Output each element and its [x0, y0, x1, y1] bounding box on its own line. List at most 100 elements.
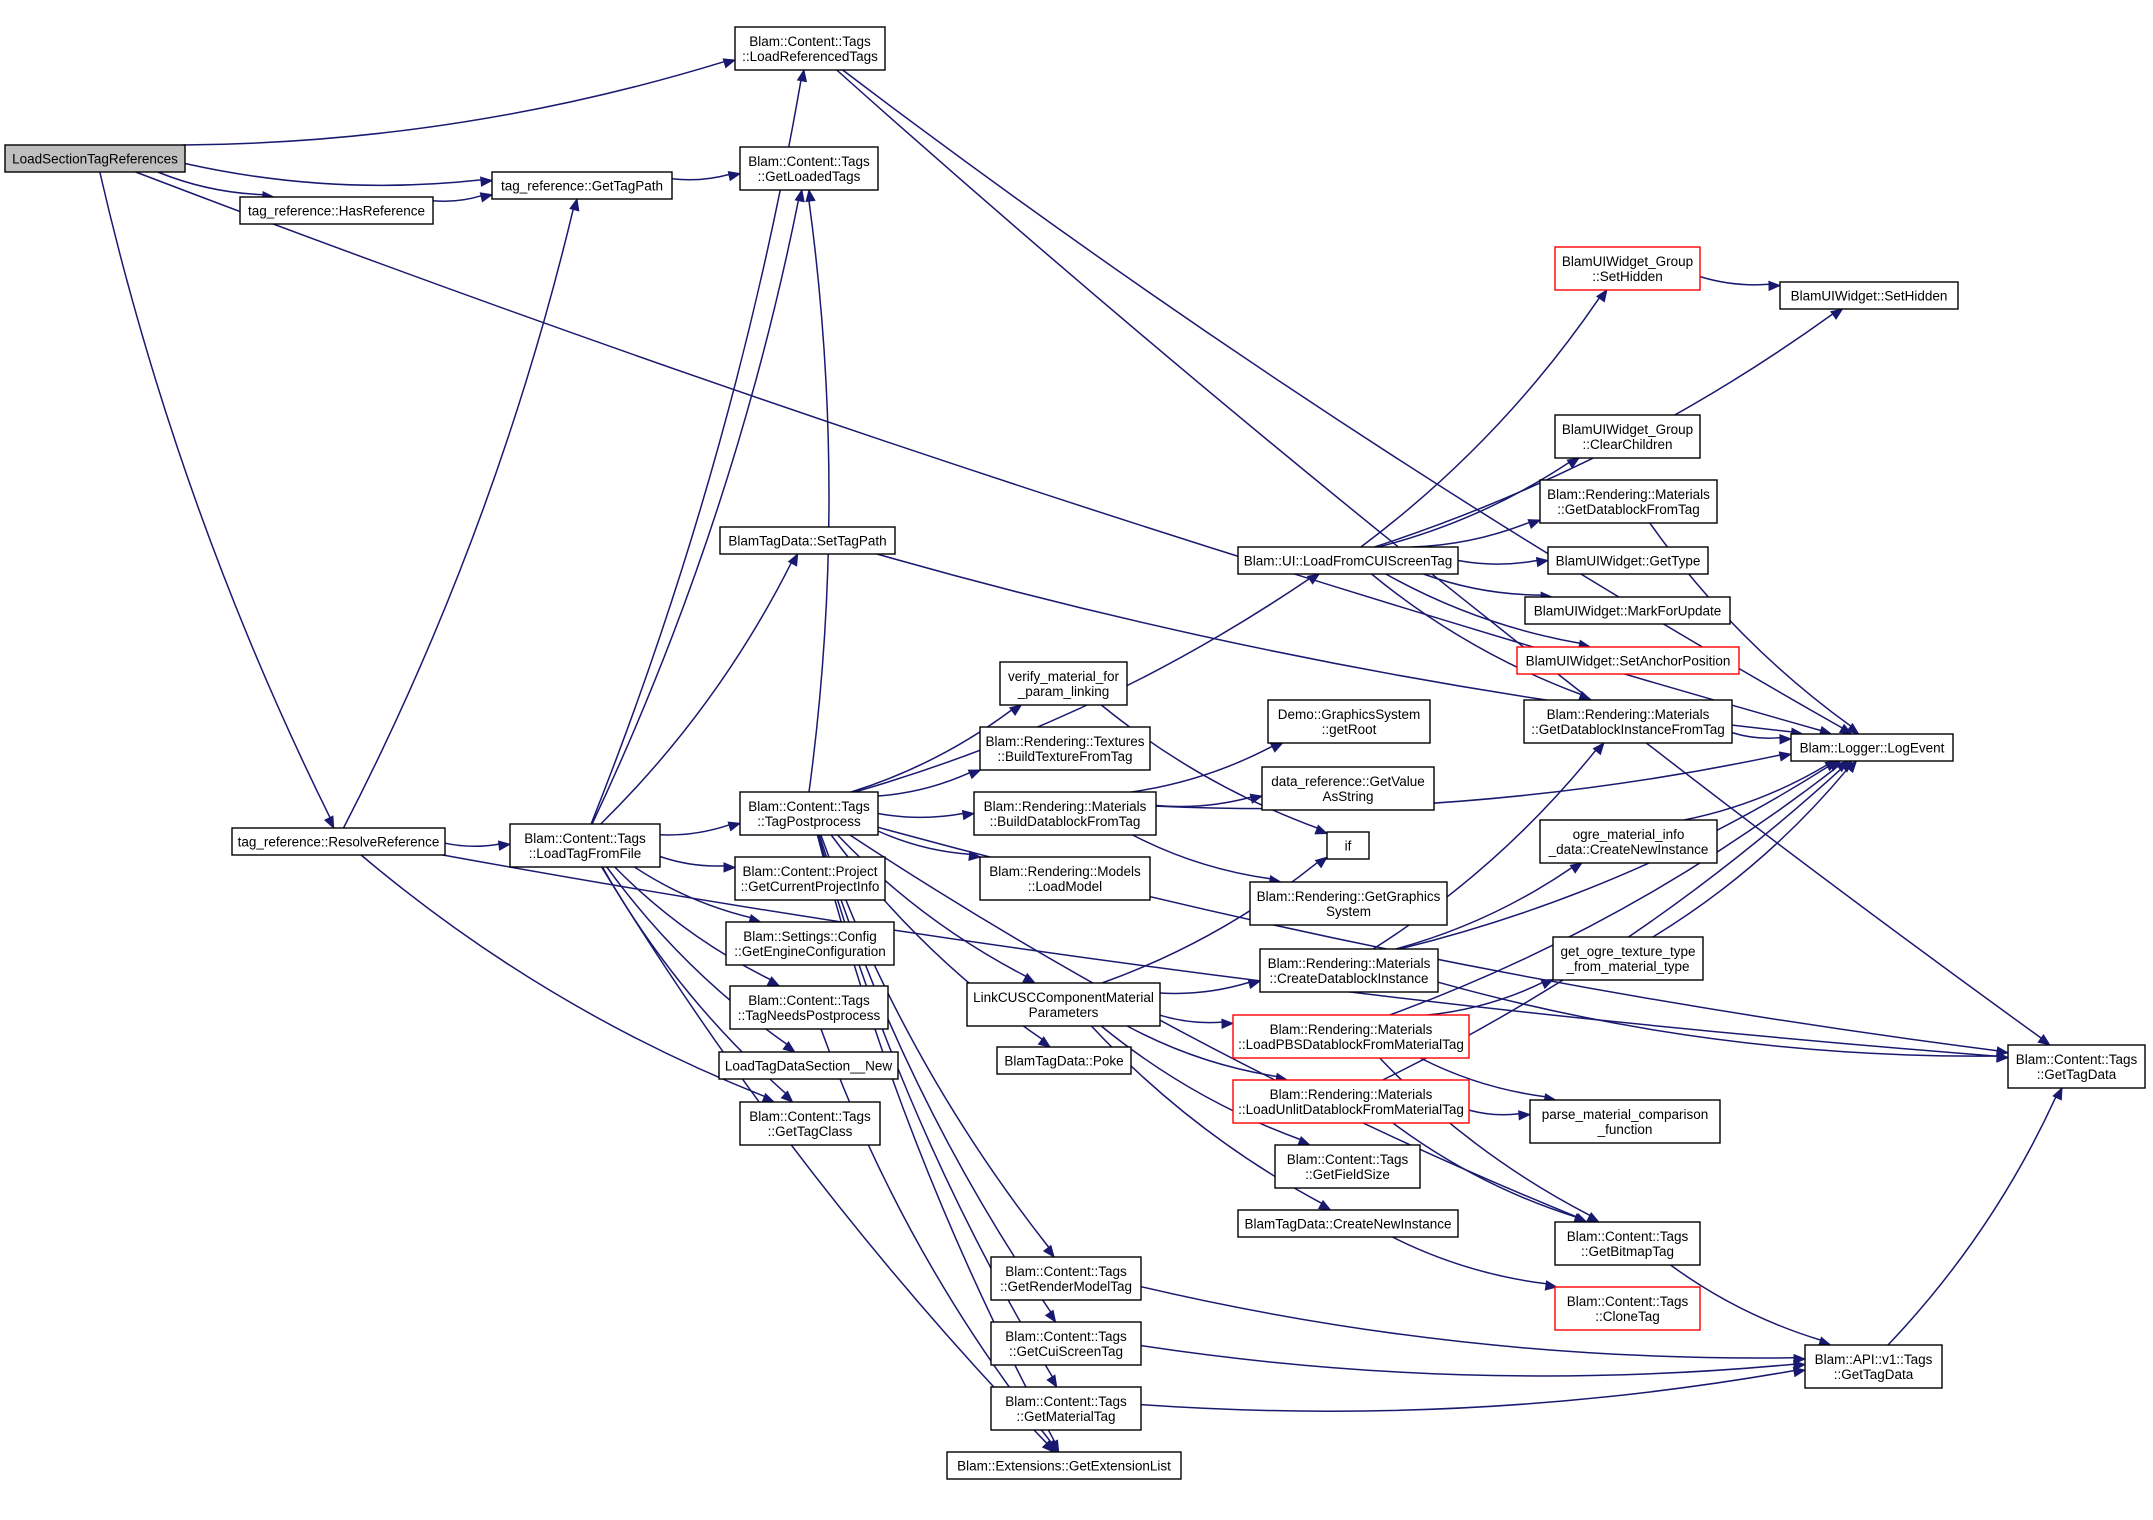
node-w_sethidden[interactable]: BlamUIWidget::SetHidden [1779, 281, 1959, 310]
node-label: ::SetHidden [1592, 269, 1663, 284]
edge-tpp-to-gcst [818, 834, 1057, 1324]
edge-lcusc-to-lpbs [1159, 1014, 1235, 1029]
node-gtp[interactable]: tag_reference::GetTagPath [491, 171, 673, 200]
edge-lpbs-to-gottfmt [1427, 979, 1555, 1016]
node-gcst[interactable]: Blam::Content::Tags::GetCuiScreenTag [990, 1321, 1142, 1366]
node-tpp[interactable]: Blam::Content::Tags::TagPostprocess [739, 791, 879, 836]
node-ltdsnew[interactable]: LoadTagDataSection__New [718, 1051, 899, 1080]
edge-line [837, 834, 1027, 978]
node-gmt[interactable]: Blam::Content::Tags::GetMaterialTag [990, 1386, 1142, 1431]
node-label: _function [1597, 1122, 1653, 1137]
node-gec[interactable]: Blam::Settings::Config::GetEngineConfigu… [725, 921, 895, 966]
node-box [1804, 1344, 1943, 1389]
node-gtc[interactable]: Blam::Content::Tags::GetTagClass [739, 1101, 881, 1146]
edge-line [1100, 1025, 1301, 1141]
node-gdbft[interactable]: Blam::Rendering::Materials::GetDatablock… [1539, 479, 1718, 524]
edge-line [1126, 1025, 1278, 1078]
node-gfs[interactable]: Blam::Content::Tags::GetFieldSize [1274, 1144, 1421, 1189]
node-gottfmt[interactable]: get_ogre_texture_type_from_material_type [1552, 936, 1704, 981]
node-gcpi[interactable]: Blam::Content::Project::GetCurrentProjec… [734, 856, 886, 901]
node-ltff[interactable]: Blam::Content::Tags::LoadTagFromFile [509, 823, 661, 868]
node-pmcf[interactable]: parse_material_comparison_function [1529, 1099, 1721, 1144]
node-tnp[interactable]: Blam::Content::Tags::TagNeedsPostprocess [729, 985, 889, 1030]
edge-line [1159, 1014, 1223, 1024]
arrowhead [497, 840, 512, 851]
node-lunlit[interactable]: Blam::Rendering::Materials::LoadUnlitDat… [1232, 1079, 1470, 1124]
edge-line [614, 866, 771, 981]
node-gettype[interactable]: BlamUIWidget::GetType [1547, 546, 1709, 575]
node-box [1539, 819, 1718, 864]
node-omicni[interactable]: ogre_material_info_data::CreateNewInstan… [1539, 819, 1718, 864]
node-gdbift[interactable]: Blam::Rendering::Materials::GetDatablock… [1523, 699, 1733, 744]
arrowhead [1518, 1110, 1532, 1121]
node-lstr[interactable]: LoadSectionTagReferences [4, 144, 186, 173]
node-label: BlamUIWidget::SetHidden [1791, 289, 1948, 304]
node-label: _param_linking [1017, 684, 1110, 699]
edge-line [1389, 765, 1839, 1016]
node-c_gtd[interactable]: Blam::Content::Tags::GetTagData [2007, 1044, 2146, 1089]
node-sap[interactable]: BlamUIWidget::SetAnchorPosition [1516, 646, 1740, 675]
node-lfcui[interactable]: Blam::UI::LoadFromCUIScreenTag [1237, 546, 1459, 575]
node-label: Blam::Rendering::Materials [1270, 1087, 1433, 1102]
node-box [739, 146, 879, 191]
node-bdft[interactable]: Blam::Rendering::Materials::BuildDatablo… [973, 791, 1157, 836]
node-getroot[interactable]: Demo::GraphicsSystem::getRoot [1267, 699, 1431, 744]
node-grp_clear[interactable]: BlamUIWidget_Group::ClearChildren [1554, 414, 1701, 459]
node-label: System [1326, 904, 1371, 919]
node-lpbs[interactable]: Blam::Rendering::Materials::LoadPBSDatab… [1232, 1014, 1470, 1059]
node-logevent[interactable]: Blam::Logger::LogEvent [1790, 733, 1954, 762]
node-box [996, 1046, 1132, 1075]
node-grmt[interactable]: Blam::Content::Tags::GetRenderModelTag [990, 1256, 1142, 1301]
edge-resolve-to-gtp [342, 197, 580, 829]
edge-line [877, 830, 970, 856]
arrowhead [1270, 742, 1284, 753]
node-box [1554, 414, 1701, 459]
node-label: Blam::API::v1::Tags [1815, 1352, 1933, 1367]
node-box [1523, 699, 1733, 744]
edge-gcst-to-api_gtd [1140, 1344, 1807, 1377]
node-gel[interactable]: Blam::Extensions::GetExtensionList [946, 1451, 1182, 1480]
node-if[interactable]: if [1326, 831, 1370, 860]
node-label: ::GetTagData [2037, 1067, 2117, 1082]
edge-lfcui-to-gettype [1457, 556, 1550, 568]
edge-line [182, 60, 725, 146]
node-box [734, 26, 886, 71]
node-vmpl[interactable]: verify_material_for_param_linking [999, 661, 1128, 706]
node-resolve[interactable]: tag_reference::ResolveReference [231, 827, 446, 856]
node-grp_sethidden[interactable]: BlamUIWidget_Group::SetHidden [1554, 246, 1701, 291]
node-lrt[interactable]: Blam::Content::Tags::LoadReferencedTags [734, 26, 886, 71]
node-hasref[interactable]: tag_reference::HasReference [239, 196, 434, 225]
node-box [979, 726, 1151, 771]
node-settagpath[interactable]: BlamTagData::SetTagPath [719, 526, 896, 555]
edge-bdft-to-gvas [1155, 793, 1264, 808]
node-btft[interactable]: Blam::Rendering::Textures::BuildTextureF… [979, 726, 1151, 771]
node-box [979, 856, 1151, 901]
node-label: ::GetLoadedTags [758, 169, 861, 184]
edge-line [1731, 731, 1781, 739]
node-clonetag[interactable]: Blam::Content::Tags::CloneTag [1554, 1286, 1701, 1331]
node-label: ::LoadPBSDatablockFromMaterialTag [1238, 1037, 1464, 1052]
edge-tpp-to-btft [877, 769, 982, 797]
node-box [739, 1101, 881, 1146]
node-poke[interactable]: BlamTagData::Poke [996, 1046, 1132, 1075]
node-label: Blam::Content::Tags [2016, 1052, 2138, 1067]
arrowhead [794, 188, 805, 203]
node-cdi[interactable]: Blam::Rendering::Materials::CreateDatabl… [1259, 948, 1439, 993]
node-label: Blam::Rendering::Materials [1268, 956, 1431, 971]
arrowhead [805, 188, 816, 203]
node-box [1547, 546, 1709, 575]
node-tdcni[interactable]: BlamTagData::CreateNewInstance [1237, 1209, 1459, 1238]
node-label: Blam::Rendering::Materials [984, 799, 1147, 814]
edge-line [1412, 521, 1530, 548]
node-api_gtd[interactable]: Blam::API::v1::Tags::GetTagData [1804, 1344, 1943, 1389]
edge-line [1372, 749, 1597, 950]
node-gbt[interactable]: Blam::Content::Tags::GetBitmapTag [1554, 1221, 1701, 1266]
edge-lstr-to-lrt [182, 58, 737, 146]
node-mfu[interactable]: BlamUIWidget::MarkForUpdate [1524, 596, 1731, 625]
node-label: tag_reference::ResolveReference [238, 835, 440, 850]
node-lmodel[interactable]: Blam::Rendering::Models::LoadModel [979, 856, 1151, 901]
node-glt[interactable]: Blam::Content::Tags::GetLoadedTags [739, 146, 879, 191]
